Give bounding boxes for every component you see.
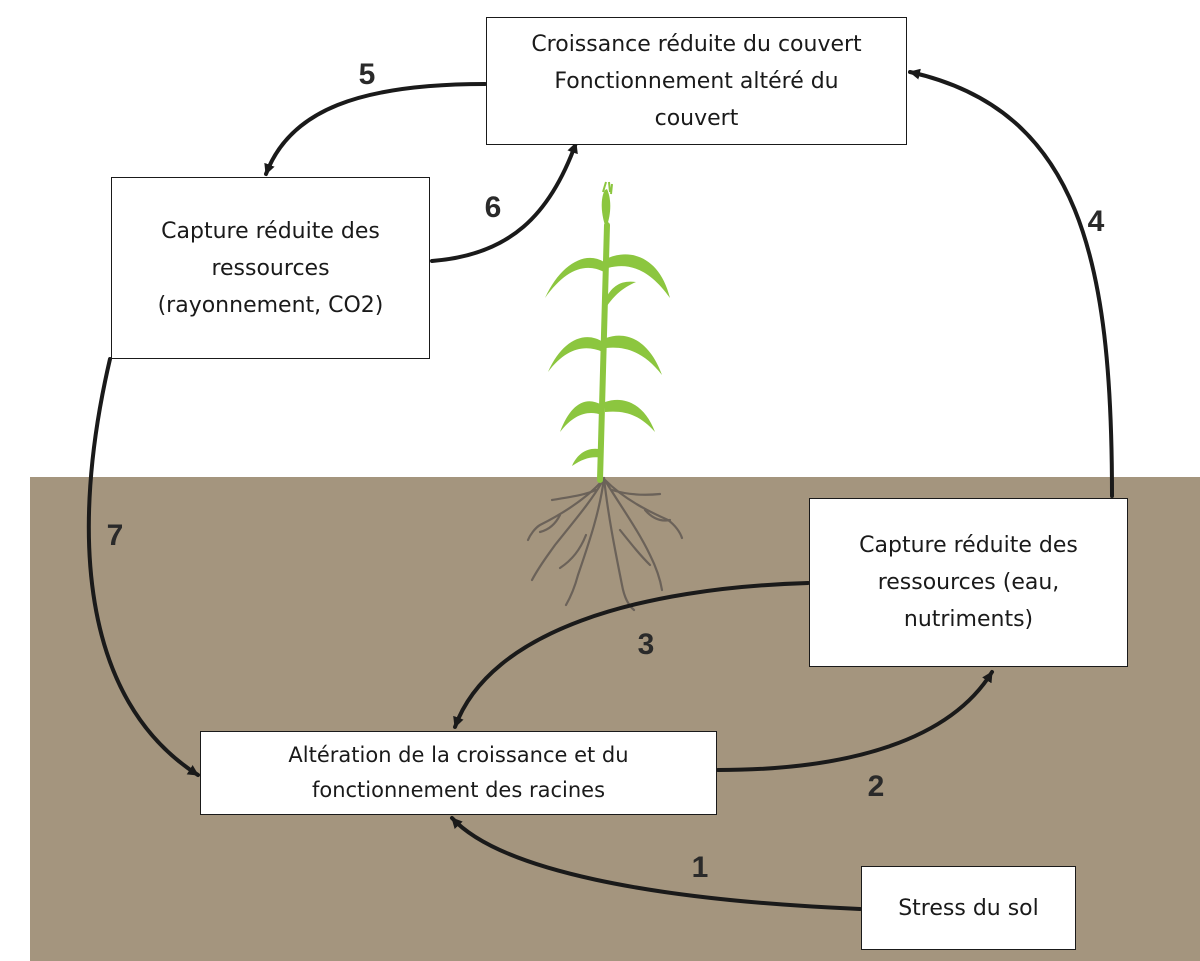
plant (545, 181, 670, 483)
canopy-growth-box: Croissance réduite du couvert Fonctionne… (486, 17, 907, 145)
arrow-6 (430, 141, 578, 263)
box-line: ressources (211, 255, 330, 281)
arrow-2 (716, 670, 994, 772)
arrow-1 (450, 816, 862, 911)
plant-roots (526, 476, 684, 612)
box-line: Fonctionnement altéré du (554, 68, 839, 94)
arrow-2-label: 2 (868, 770, 885, 803)
soil-stress-box: Stress du sol (861, 866, 1076, 950)
arrow-5-label: 5 (359, 58, 376, 91)
box-line: Capture réduite des (859, 533, 1078, 558)
box-line: Stress du sol (898, 895, 1039, 921)
arrow-5 (264, 82, 487, 176)
soil-resources-box: Capture réduite des ressources (eau, nut… (809, 498, 1128, 667)
arrow-7-label: 7 (107, 519, 124, 552)
arrow-1-label: 1 (692, 851, 709, 884)
arrow-7 (86, 357, 200, 777)
box-line: Capture réduite des (161, 218, 380, 244)
box-line: (rayonnement, CO2) (157, 292, 384, 318)
aerial-resources-box: Capture réduite des ressources (rayonnem… (111, 177, 430, 359)
root-alteration-box: Altération de la croissance et du foncti… (200, 731, 717, 815)
arrow-3 (453, 581, 810, 729)
arrow-3-label: 3 (638, 628, 655, 661)
box-line: nutriments) (903, 607, 1034, 632)
arrow-4 (908, 68, 1114, 498)
box-line: Croissance réduite du couvert (531, 31, 862, 57)
box-line: couvert (654, 105, 739, 131)
arrow-4-label: 4 (1088, 205, 1105, 238)
box-line: fonctionnement des racines (311, 778, 606, 802)
box-line: Altération de la croissance et du (288, 743, 629, 767)
arrow-6-label: 6 (485, 191, 502, 224)
box-line: ressources (eau, (877, 570, 1060, 595)
